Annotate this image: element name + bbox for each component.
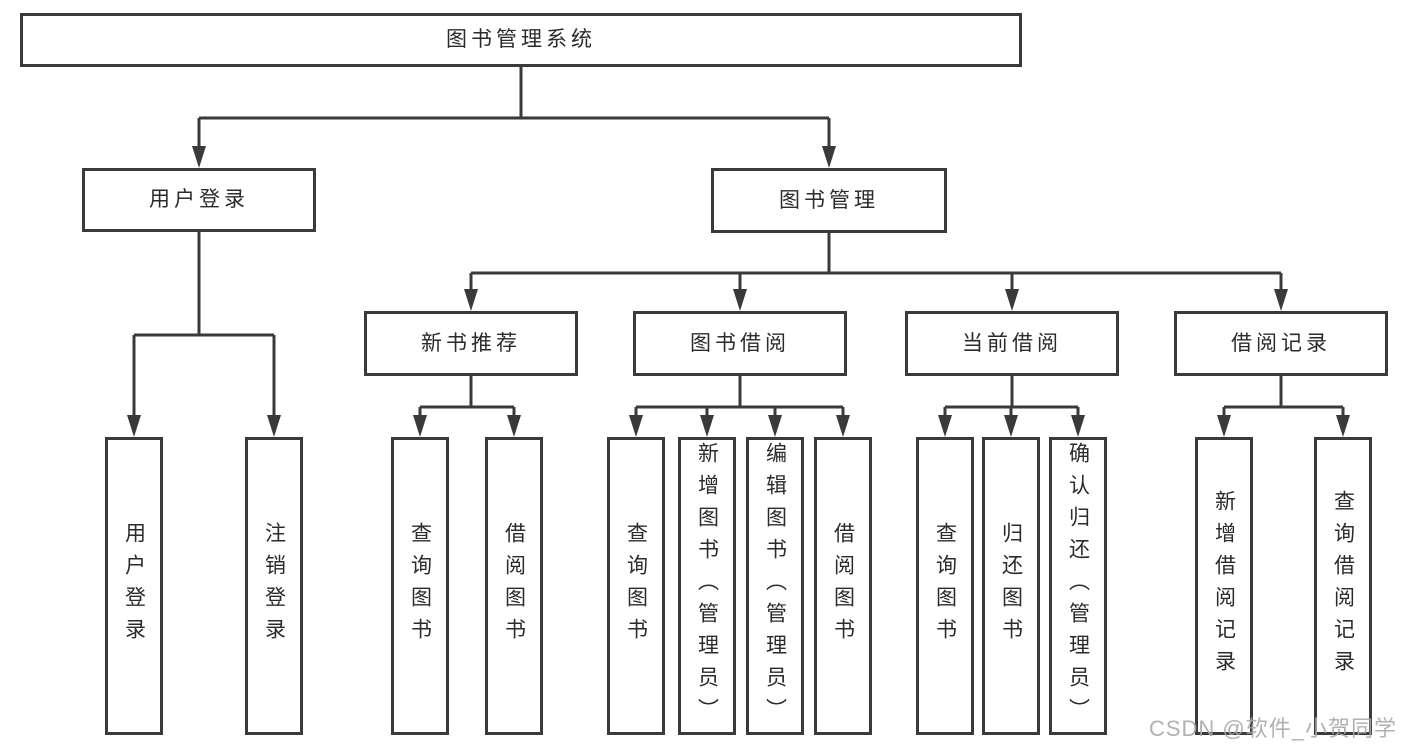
node-current-borrowing-label: 当前借阅	[962, 331, 1062, 355]
leaf-current-query-books: 查询图书	[916, 437, 974, 735]
leaf-records-add-record: 新增借阅记录	[1195, 437, 1253, 735]
leaf-user-login: 用户登录	[105, 437, 163, 735]
leaf-current-return-books: 归还图书	[982, 437, 1040, 735]
node-new-book-recommendation: 新书推荐	[364, 311, 578, 376]
leaf-borrowing-edit-book-admin-label: 编辑图书（管理员）	[763, 442, 787, 730]
leaf-recommend-borrow-books: 借阅图书	[485, 437, 543, 735]
leaf-current-query-books-label: 查询图书	[933, 522, 957, 650]
leaf-recommend-borrow-books-label: 借阅图书	[502, 522, 526, 650]
leaf-logout-label: 注销登录	[262, 522, 286, 650]
node-new-book-recommendation-label: 新书推荐	[421, 331, 521, 355]
node-book-management-label: 图书管理	[779, 188, 879, 212]
node-user-login: 用户登录	[82, 168, 316, 232]
leaf-borrowing-edit-book-admin: 编辑图书（管理员）	[746, 437, 804, 735]
leaf-records-query-record-label: 查询借阅记录	[1331, 490, 1355, 682]
leaf-records-add-record-label: 新增借阅记录	[1212, 490, 1236, 682]
leaf-logout: 注销登录	[245, 437, 303, 735]
leaf-records-query-record: 查询借阅记录	[1314, 437, 1372, 735]
leaf-recommend-query-books: 查询图书	[391, 437, 449, 735]
leaf-borrowing-borrow-books-label: 借阅图书	[831, 522, 855, 650]
leaf-user-login-label: 用户登录	[122, 522, 146, 650]
leaf-recommend-query-books-label: 查询图书	[408, 522, 432, 650]
leaf-current-return-books-label: 归还图书	[999, 522, 1023, 650]
node-root: 图书管理系统	[20, 13, 1022, 67]
leaf-borrowing-query-books-label: 查询图书	[624, 522, 648, 650]
leaf-borrowing-add-book-admin-label: 新增图书（管理员）	[695, 442, 719, 730]
node-current-borrowing: 当前借阅	[905, 311, 1119, 376]
node-borrowing-records: 借阅记录	[1174, 311, 1388, 376]
node-book-borrowing: 图书借阅	[633, 311, 847, 376]
node-user-login-label: 用户登录	[149, 188, 249, 212]
leaf-current-confirm-return-admin: 确认归还（管理员）	[1049, 437, 1107, 735]
watermark: CSDN @软件_小贺同学	[1148, 716, 1397, 741]
leaf-current-confirm-return-admin-label: 确认归还（管理员）	[1066, 442, 1090, 730]
leaf-borrowing-add-book-admin: 新增图书（管理员）	[678, 437, 736, 735]
leaf-borrowing-query-books: 查询图书	[607, 437, 665, 735]
leaf-borrowing-borrow-books: 借阅图书	[814, 437, 872, 735]
node-book-borrowing-label: 图书借阅	[690, 331, 790, 355]
node-root-label: 图书管理系统	[446, 28, 596, 52]
node-borrowing-records-label: 借阅记录	[1231, 331, 1331, 355]
node-book-management: 图书管理	[711, 168, 947, 233]
